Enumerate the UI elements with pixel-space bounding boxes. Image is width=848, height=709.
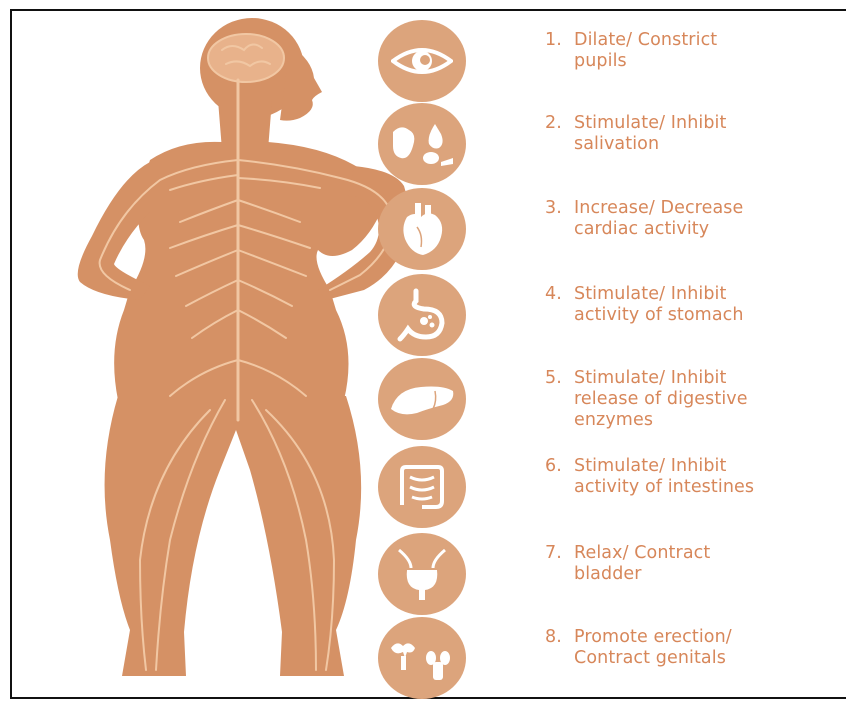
eye-icon xyxy=(391,43,453,79)
item-line2: bladder xyxy=(545,564,710,585)
item-label: 5.Stimulate/ Inhibit release of digestiv… xyxy=(545,368,748,431)
item-line1: Increase/ Decrease xyxy=(574,198,743,218)
human-body-illustration xyxy=(0,0,420,709)
list-item: 5.Stimulate/ Inhibit release of digestiv… xyxy=(378,358,848,438)
icon-circle xyxy=(378,274,466,356)
icon-circle xyxy=(378,533,466,615)
list-item: 6.Stimulate/ Inhibit activity of intesti… xyxy=(378,446,848,526)
item-number: 6. xyxy=(545,456,574,477)
item-label: 4.Stimulate/ Inhibit activity of stomach xyxy=(545,284,744,326)
stomach-icon xyxy=(394,287,450,343)
item-line1: Relax/ Contract xyxy=(574,543,710,563)
item-line2: activity of stomach xyxy=(545,305,744,326)
intestines-icon xyxy=(392,461,452,513)
heart-icon xyxy=(397,201,447,257)
item-line1: Stimulate/ Inhibit xyxy=(574,113,726,133)
item-label: 3.Increase/ Decrease cardiac activity xyxy=(545,198,743,240)
item-line2: pupils xyxy=(545,51,717,72)
icon-circle xyxy=(378,20,466,102)
item-line1: Stimulate/ Inhibit xyxy=(574,284,726,304)
item-number: 4. xyxy=(545,284,574,305)
item-label: 7.Relax/ Contract bladder xyxy=(545,543,710,585)
icon-circle xyxy=(378,188,466,270)
item-number: 8. xyxy=(545,627,574,648)
bladder-icon xyxy=(395,546,449,602)
item-line1: Stimulate/ Inhibit xyxy=(574,456,726,476)
item-line2: salivation xyxy=(545,134,726,155)
item-line1: Stimulate/ Inhibit xyxy=(574,368,726,388)
salivary-gland-icon xyxy=(387,118,457,170)
icon-circle xyxy=(378,358,466,440)
item-number: 1. xyxy=(545,30,574,51)
item-line3: enzymes xyxy=(545,410,748,431)
item-line1: Dilate/ Constrict xyxy=(574,30,717,50)
icon-circle xyxy=(378,103,466,185)
icon-circle xyxy=(378,617,466,699)
body-silhouette xyxy=(78,18,408,676)
list-item: 4.Stimulate/ Inhibit activity of stomach xyxy=(378,274,848,354)
list-item: 8.Promote erection/ Contract genitals xyxy=(378,617,848,697)
item-label: 8.Promote erection/ Contract genitals xyxy=(545,627,732,669)
item-line2: Contract genitals xyxy=(545,648,732,669)
list-item: 2.Stimulate/ Inhibit salivation xyxy=(378,103,848,183)
item-number: 3. xyxy=(545,198,574,219)
item-label: 6.Stimulate/ Inhibit activity of intesti… xyxy=(545,456,754,498)
item-line2: release of digestive xyxy=(545,389,748,410)
item-number: 2. xyxy=(545,113,574,134)
item-number: 5. xyxy=(545,368,574,389)
list-item: 1.Dilate/ Constrict pupils xyxy=(378,20,848,100)
item-line2: activity of intestines xyxy=(545,477,754,498)
item-label: 2.Stimulate/ Inhibit salivation xyxy=(545,113,726,155)
icon-circle xyxy=(378,446,466,528)
item-number: 7. xyxy=(545,543,574,564)
item-line1: Promote erection/ xyxy=(574,627,732,647)
list-item: 3.Increase/ Decrease cardiac activity xyxy=(378,188,848,268)
genitals-icon xyxy=(387,634,457,682)
item-line2: cardiac activity xyxy=(545,219,743,240)
item-label: 1.Dilate/ Constrict pupils xyxy=(545,30,717,72)
list-item: 7.Relax/ Contract bladder xyxy=(378,533,848,613)
liver-icon xyxy=(387,379,457,419)
